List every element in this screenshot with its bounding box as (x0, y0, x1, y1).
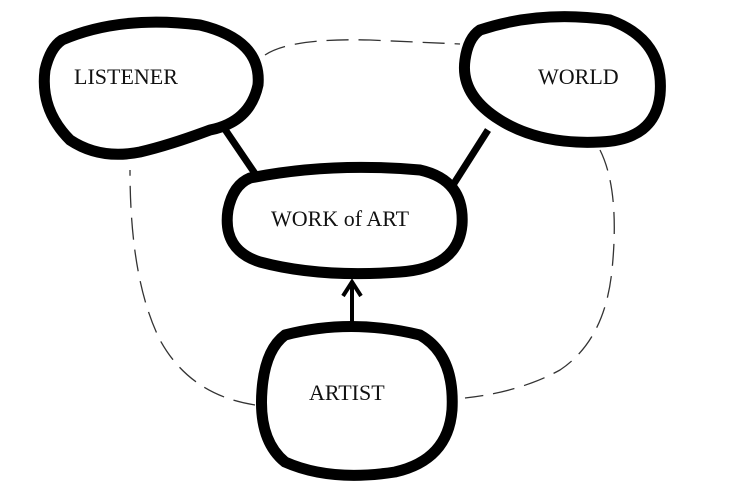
connector-listener-work (219, 123, 261, 180)
node-world-shape (458, 11, 666, 148)
node-listener-shape (38, 16, 264, 160)
arrowhead-icon (341, 278, 363, 298)
node-work-of-art-label: WORK of ART (271, 206, 410, 231)
node-work-shape (221, 161, 468, 280)
node-world-label: WORLD (538, 64, 619, 89)
node-artist-shape (256, 321, 458, 481)
node-artist-label: ARTIST (309, 380, 385, 405)
dashed-loop (129, 39, 615, 406)
node-listener-label: LISTENER (74, 64, 178, 89)
connector-world-work (450, 128, 491, 187)
